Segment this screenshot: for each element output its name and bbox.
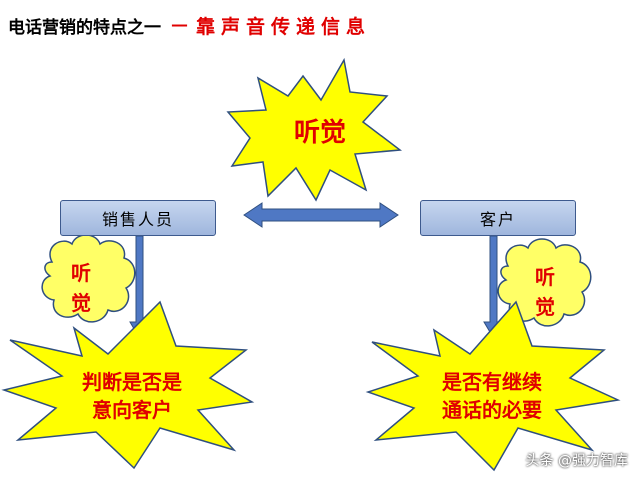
- customer-label: 客户: [479, 210, 516, 229]
- right-star-line2: 通话的必要: [442, 398, 542, 422]
- right-cloud-shape: [497, 238, 592, 327]
- customer-box: 客户: [420, 200, 576, 236]
- right-star-shape: [365, 300, 621, 472]
- right-cloud-line1: 听: [535, 265, 555, 289]
- right-star-line1: 是否有继续: [442, 370, 542, 394]
- watermark: 头条 @强力智库: [525, 453, 628, 469]
- left-star-shape: [1, 300, 255, 470]
- title-emphasis: 靠声音传递信息: [196, 15, 372, 38]
- left-cloud-line1: 听: [71, 261, 91, 285]
- left-cloud-label: 听 觉: [66, 258, 96, 318]
- left-star-label: 判断是否是 意向客户: [52, 368, 212, 424]
- salesperson-box: 销售人员: [60, 200, 216, 236]
- double-arrow-icon: [243, 202, 399, 228]
- center-star-label: 听觉: [293, 118, 346, 148]
- left-star-line2: 意向客户: [92, 398, 172, 422]
- right-cloud-label: 听 觉: [530, 262, 560, 322]
- right-star-label: 是否有继续 通话的必要: [412, 368, 572, 424]
- title-dash: —: [171, 15, 188, 35]
- center-star-shape: [226, 57, 403, 202]
- left-cloud-line2: 觉: [71, 291, 91, 315]
- left-star-line1: 判断是否是: [82, 370, 182, 394]
- title-prefix: 电话营销的特点之一: [8, 17, 161, 38]
- right-cloud-line2: 觉: [535, 295, 555, 319]
- slide-title: 电话营销的特点之一 — 靠声音传递信息: [8, 10, 632, 40]
- salesperson-label: 销售人员: [101, 210, 174, 229]
